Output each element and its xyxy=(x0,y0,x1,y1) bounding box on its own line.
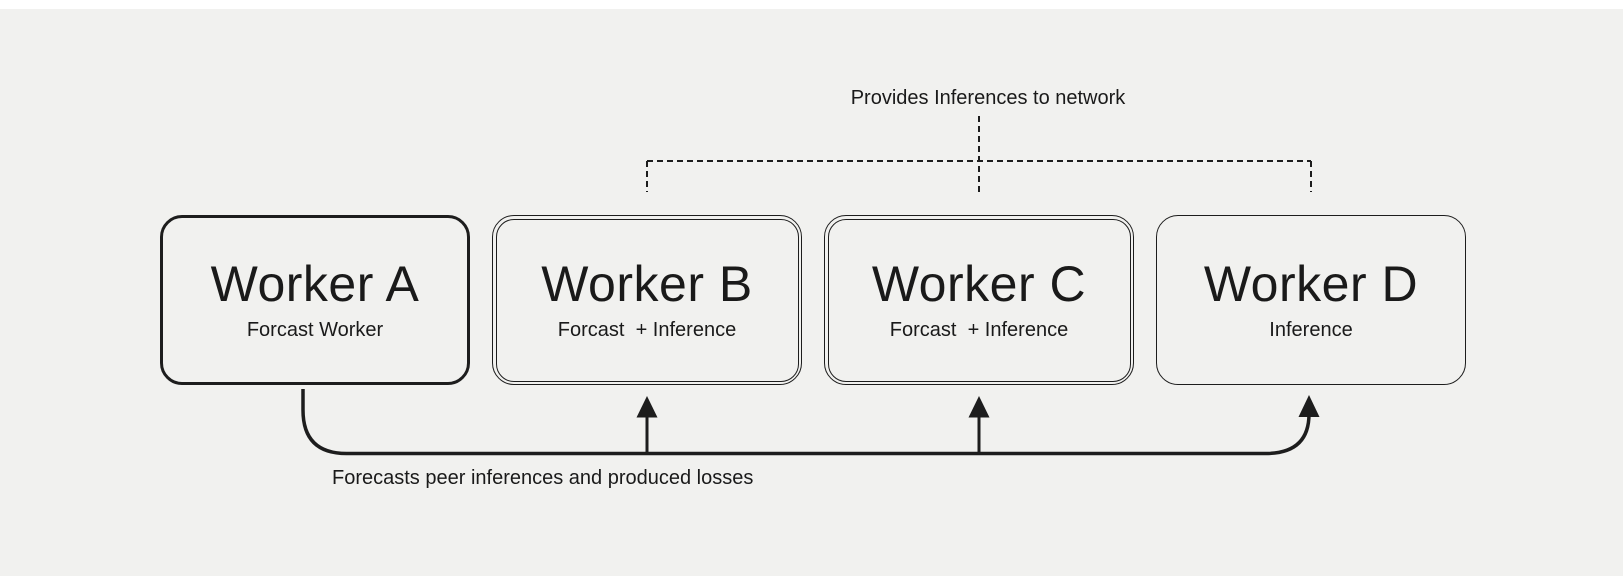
worker-c-title: Worker C xyxy=(871,256,1087,313)
worker-a-subtitle: Forcast Worker xyxy=(246,318,384,341)
arrowhead-worker-d xyxy=(1298,395,1320,417)
arrowhead-worker-b xyxy=(636,396,658,418)
provides-inferences-label: Provides Inferences to network xyxy=(850,87,1126,109)
connector-main-path xyxy=(301,389,1311,456)
worker-b-title: Worker B xyxy=(541,256,753,313)
top-white-strip xyxy=(0,0,1623,9)
arrowhead-worker-c xyxy=(968,396,990,418)
forecasts-losses-label: Forecasts peer inferences and produced l… xyxy=(332,467,754,489)
dashed-bracket xyxy=(646,116,1312,192)
worker-d-title: Worker D xyxy=(1203,256,1419,313)
worker-a-title: Worker A xyxy=(210,256,420,313)
solid-connector xyxy=(301,389,1311,456)
worker-c-box: Worker C Forcast + Inference xyxy=(824,215,1134,385)
worker-d-box: Worker D Inference xyxy=(1156,215,1466,385)
worker-b-subtitle: Forcast + Inference xyxy=(557,318,737,341)
worker-b-box: Worker B Forcast + Inference xyxy=(492,215,802,385)
worker-a-box: Worker A Forcast Worker xyxy=(160,215,470,385)
worker-d-subtitle: Inference xyxy=(1269,318,1353,341)
worker-c-subtitle: Forcast + Inference xyxy=(889,318,1069,341)
arrowheads xyxy=(636,395,1320,418)
